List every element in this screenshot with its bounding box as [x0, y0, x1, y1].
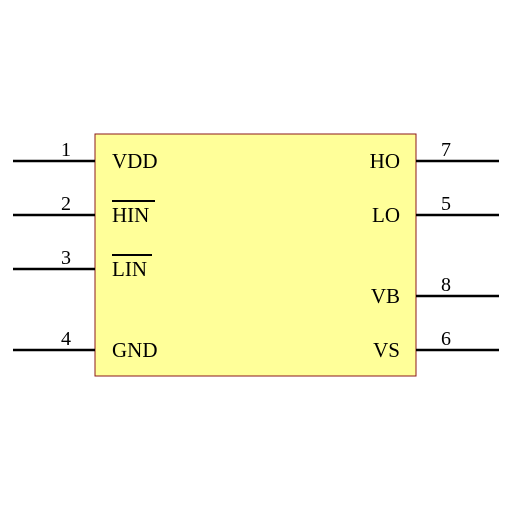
pin-8-name: VB: [371, 284, 400, 308]
pin-6-name: VS: [373, 338, 400, 362]
pin-4-number: 4: [61, 328, 71, 350]
pin-3-number: 3: [61, 247, 71, 269]
pin-5-name: LO: [372, 203, 400, 227]
pin-6-number: 6: [441, 328, 451, 350]
pin-7-number: 7: [441, 139, 451, 161]
pin-8-number: 8: [441, 274, 451, 296]
pin-2-name: HIN: [112, 203, 149, 227]
pin-4-name: GND: [112, 338, 158, 362]
pin-7-name: HO: [370, 149, 400, 173]
pin-1-number: 1: [61, 139, 71, 161]
pin-2-number: 2: [61, 193, 71, 215]
pin-1-name: VDD: [112, 149, 158, 173]
pin-5-number: 5: [441, 193, 451, 215]
pin-3-name: LIN: [112, 257, 147, 281]
